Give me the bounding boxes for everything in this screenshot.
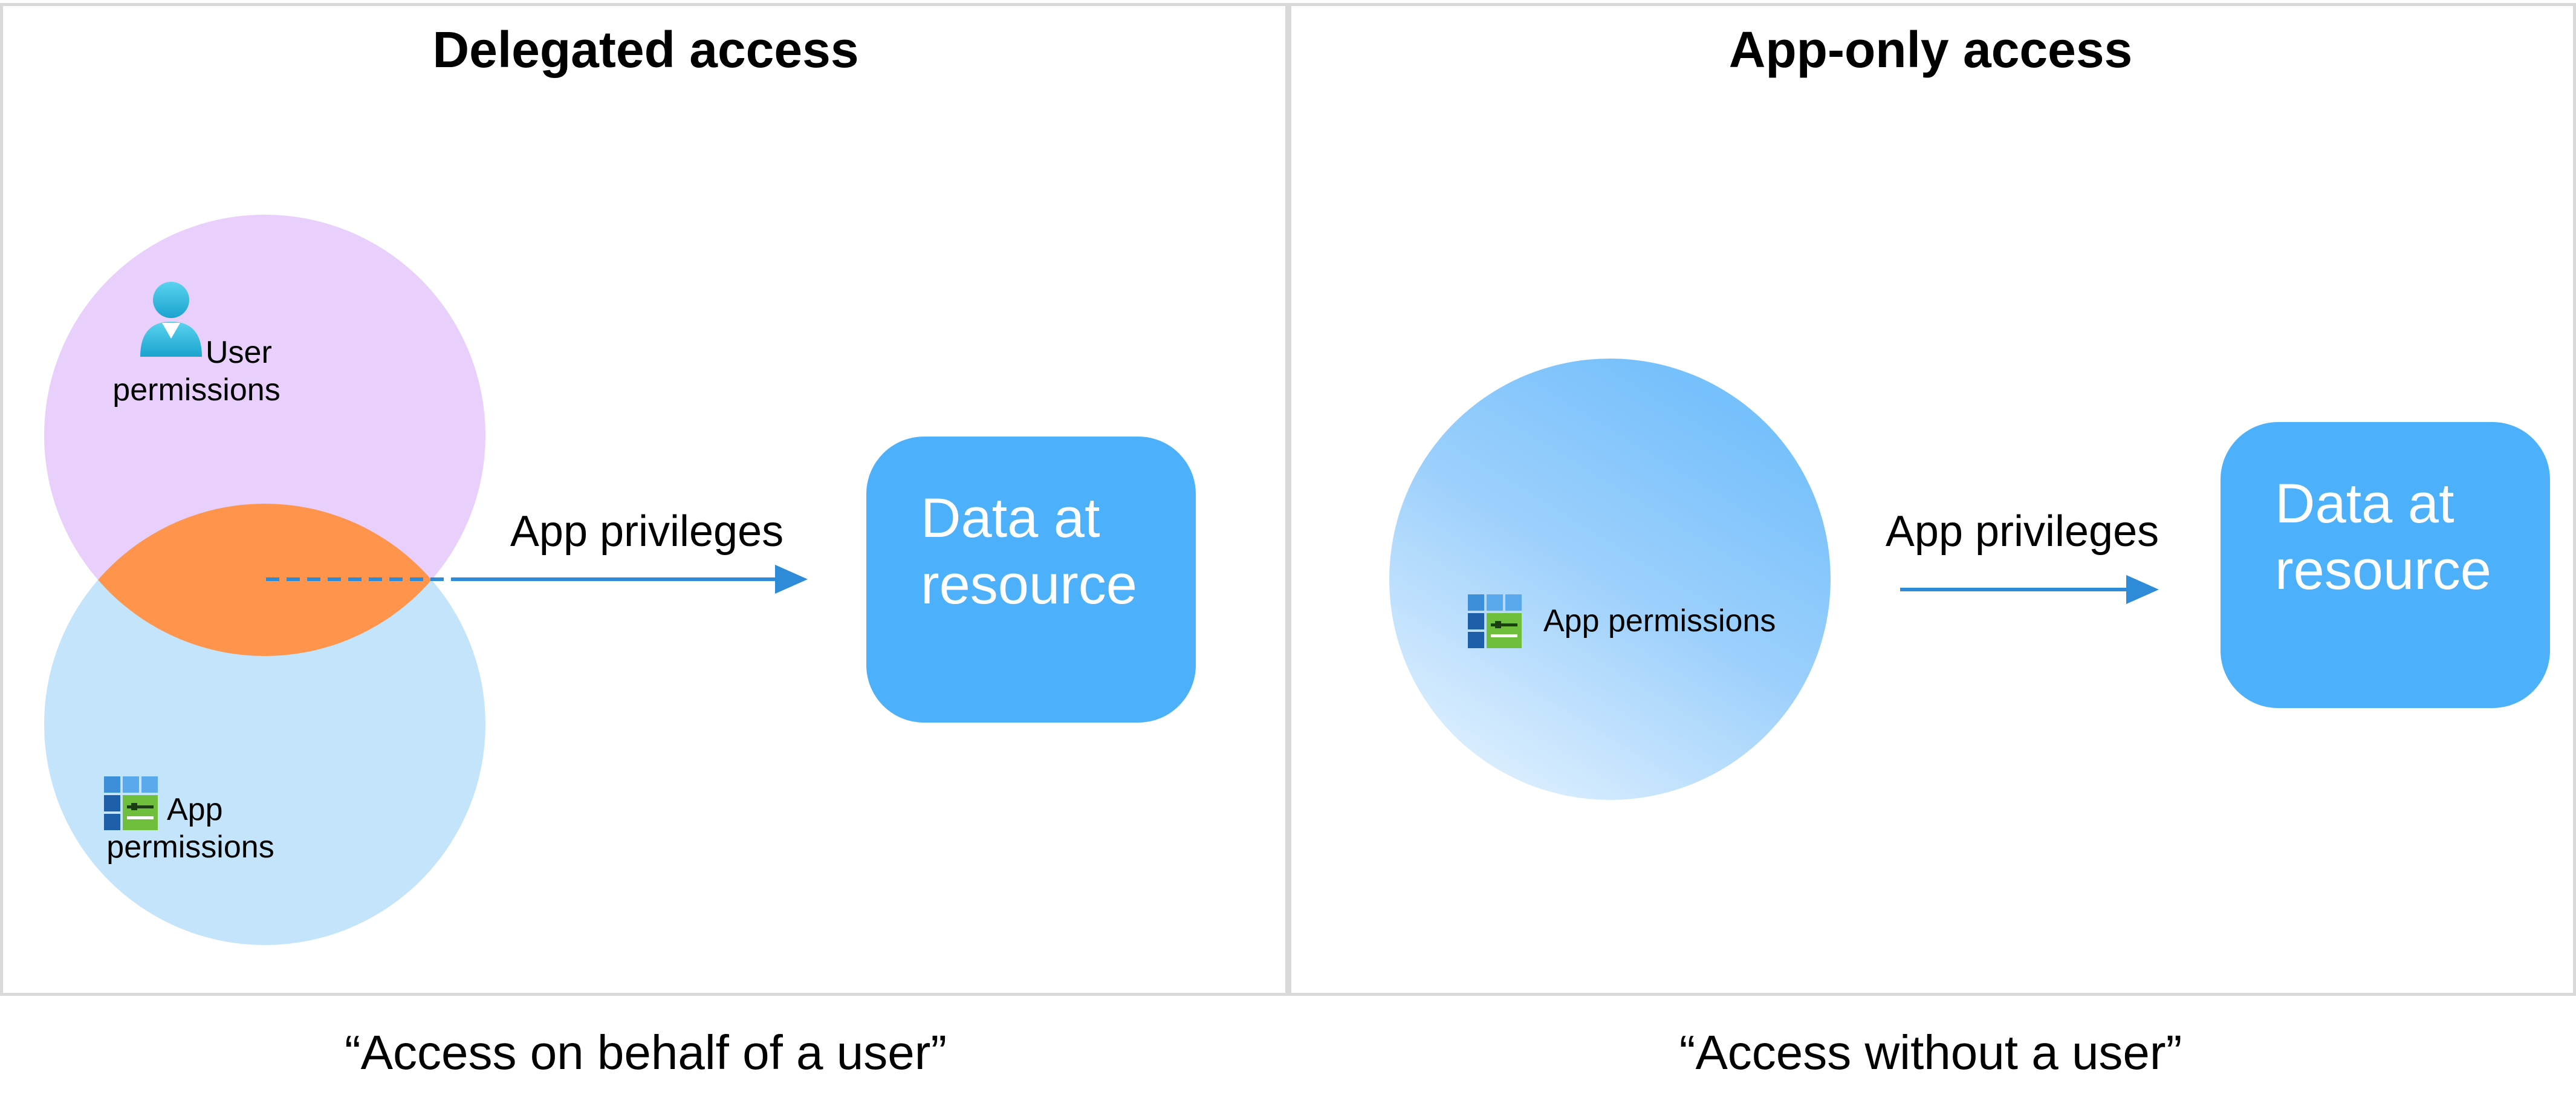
delegated-data-box xyxy=(866,437,1196,723)
user-permissions-label: User permissions xyxy=(109,334,284,409)
overlap-region xyxy=(44,504,485,656)
app-only-permissions-label: App permissions xyxy=(1543,603,1776,639)
delegated-access-panel: Delegated access xyxy=(0,3,1291,996)
user-label-line2: permissions xyxy=(112,372,281,408)
delegated-box-line2: resource xyxy=(921,554,1137,616)
app-label-line1: App xyxy=(167,792,223,827)
delegated-data-box-text: Data at resource xyxy=(921,485,1137,618)
app-only-box-line1: Data at xyxy=(2275,473,2454,535)
user-label-line1: User xyxy=(206,335,272,370)
app-grid-icon xyxy=(104,776,158,831)
app-only-data-box-text: Data at resource xyxy=(2275,470,2491,603)
delegated-box-line1: Data at xyxy=(921,487,1100,549)
delegated-access-title: Delegated access xyxy=(432,21,859,78)
delegated-caption: “Access on behalf of a user” xyxy=(344,1025,947,1079)
app-label-line2: permissions xyxy=(106,830,274,865)
app-permissions-label: App permissions xyxy=(97,791,284,866)
app-only-app-grid-icon xyxy=(1468,594,1522,649)
app-only-caption: “Access without a user” xyxy=(1679,1025,2182,1079)
user-icon xyxy=(138,282,204,357)
app-only-permissions-circle xyxy=(1389,359,1831,800)
app-only-data-box xyxy=(2221,422,2550,708)
delegated-arrow-label: App privileges xyxy=(510,507,784,556)
app-only-arrow-label: App privileges xyxy=(1885,507,2159,556)
app-only-access-panel: App-only access xyxy=(1285,3,2576,996)
app-only-access-title: App-only access xyxy=(1728,21,2133,78)
app-only-box-line2: resource xyxy=(2275,539,2491,601)
